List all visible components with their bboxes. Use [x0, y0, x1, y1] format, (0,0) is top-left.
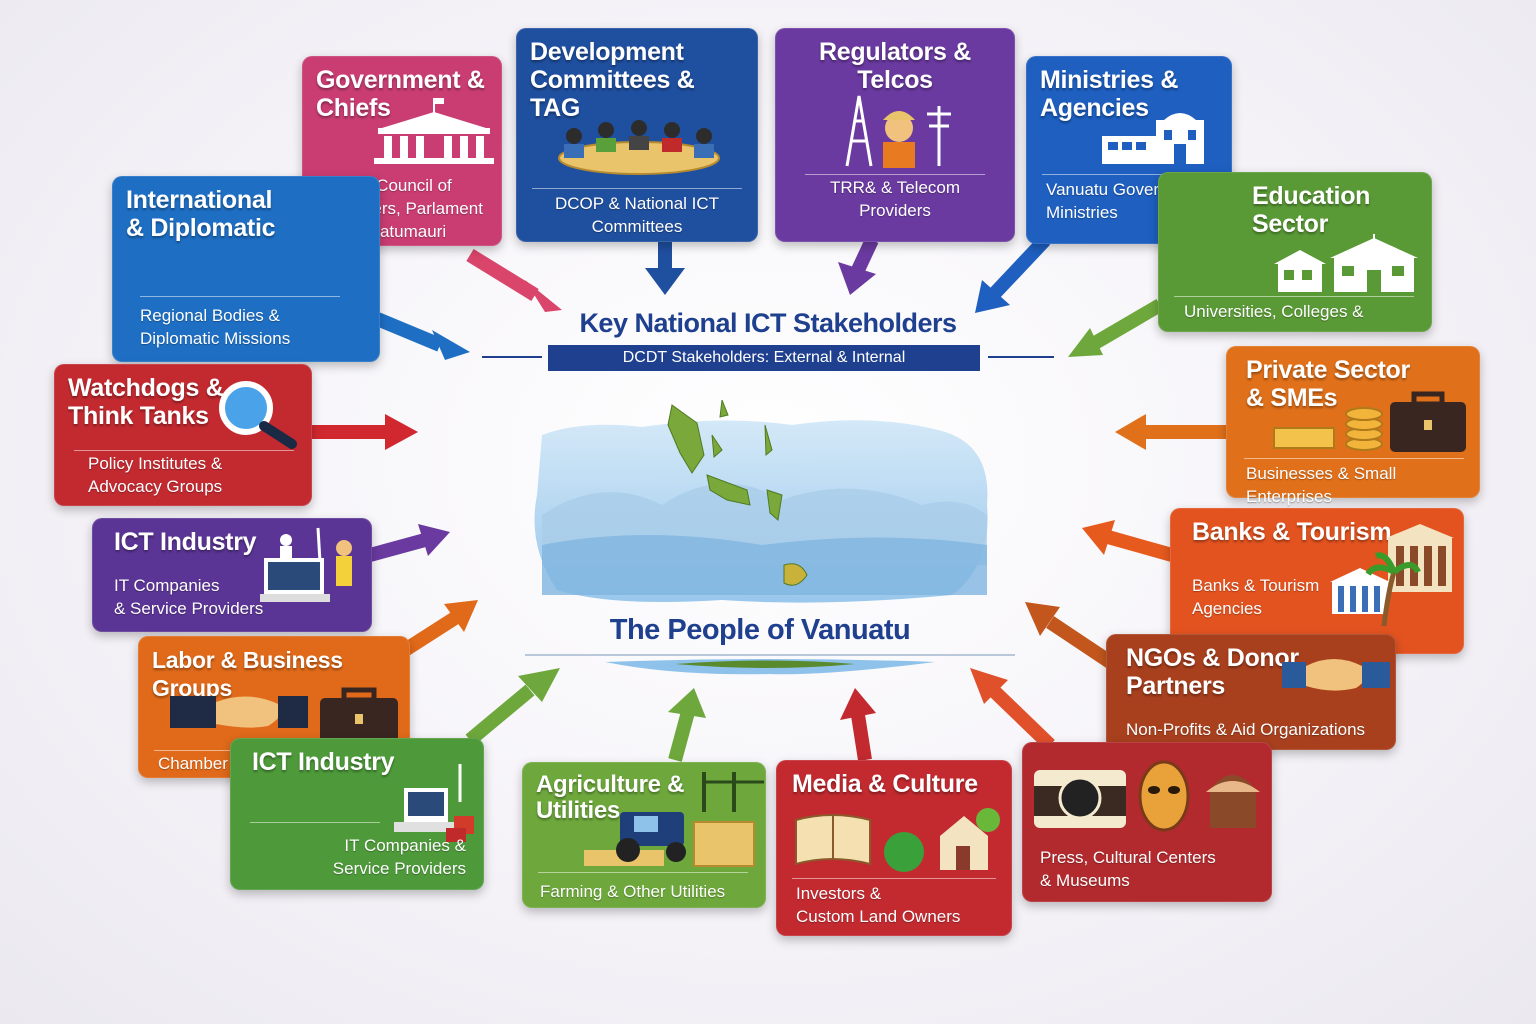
card-press-cultural-centers: Press, Cultural Centers & Museums — [1022, 742, 1272, 902]
card-regulators-telcos: Regulators & Telcos TRR& & Telecom Provi… — [775, 28, 1015, 242]
arrow-regulators — [838, 237, 879, 295]
banner-line-left — [482, 356, 542, 358]
center-subtitle-banner: DCDT Stakeholders: External & Internal — [548, 345, 980, 371]
people-title: The People of Vanuatu — [609, 614, 911, 646]
card-description: Press, Cultural Centers & Museums — [1040, 848, 1216, 890]
card-media-culture: Media & Culture Investors & Custom Land … — [776, 760, 1012, 936]
briefcase-coins-icon — [1273, 391, 1466, 452]
magnifying-glass-icon — [219, 381, 297, 449]
card-divider — [1042, 174, 1218, 175]
card-description: Farming & Other Utilities — [540, 882, 726, 901]
arrow-international — [372, 311, 470, 360]
card-education-sector: Education Sector Universities, Colleges … — [1158, 172, 1432, 332]
parliament-building-icon — [374, 98, 494, 164]
school-building-icon — [1274, 234, 1418, 292]
card-title: Regulators & Telcos — [819, 38, 971, 94]
arrow-ministries — [975, 235, 1051, 313]
island-strip-illustration — [525, 654, 1015, 675]
handshake-briefcase-icon — [170, 687, 398, 742]
card-description: Non-Profits & Aid Organizations — [1126, 720, 1366, 739]
card-title: Education Sector — [1252, 182, 1371, 238]
computer-worker-icon — [260, 527, 352, 602]
card-title: International & Diplomatic — [126, 186, 276, 242]
card-ngos-donor-partners: NGOs & Donor Partners Non-Profits & Aid … — [1106, 634, 1396, 750]
card-description: DCOP & National ICT Committees — [554, 194, 720, 236]
card-agriculture-utilities: Agriculture & Utilities Farming & Other … — [522, 762, 766, 908]
arrow-agriculture — [668, 688, 706, 762]
island-shapes — [667, 399, 808, 586]
card-title: Ministries & Agencies — [1040, 66, 1179, 122]
arrow-media — [840, 688, 876, 762]
card-description: IT Companies & Service Providers — [332, 836, 466, 878]
arrow-ict-2 — [465, 668, 560, 746]
arrow-development — [645, 240, 685, 295]
card-ict-industry-1: ICT Industry IT Companies & Service Prov… — [92, 518, 372, 632]
card-description: Universities, Colleges & — [1184, 302, 1364, 321]
telecom-tower-icon — [845, 95, 951, 168]
card-divider — [532, 188, 742, 189]
card-title: Government & Chiefs — [316, 66, 485, 122]
card-divider — [74, 450, 294, 451]
card-title: Labor & Business Groups — [152, 647, 343, 701]
card-description: Banks & Tourism Agencies — [1192, 576, 1320, 618]
card-description: Investors & Custom Land Owners — [796, 884, 961, 926]
card-title: Development Committees & TAG — [530, 38, 695, 122]
meeting-table-icon — [558, 120, 720, 175]
card-divider — [1244, 458, 1464, 459]
center-title: Key National ICT Stakeholders — [579, 308, 957, 338]
card-divider — [805, 174, 985, 175]
banner-line-right — [988, 356, 1054, 358]
tractor-hay-icon — [584, 772, 764, 867]
card-private-sector: Private Sector & SMEs Businesses & Small… — [1226, 346, 1480, 506]
card-title: Agriculture & Utilities — [536, 771, 685, 824]
card-banks-tourism: Banks & Tourism Banks & Tourism Agencies — [1170, 508, 1464, 654]
card-divider — [792, 878, 996, 879]
card-title: Media & Culture — [792, 770, 978, 798]
computer-equipment-icon — [394, 764, 474, 842]
arrow-labor — [401, 600, 478, 656]
book-money-house-icon — [795, 808, 1000, 872]
handshake-icon — [1282, 659, 1390, 691]
arrow-watchdogs — [310, 414, 418, 450]
card-title: Banks & Tourism — [1192, 518, 1392, 546]
card-description: Regional Bodies & Diplomatic Missions — [140, 306, 291, 348]
card-divider — [538, 872, 748, 873]
government-building-icon — [1102, 113, 1204, 164]
card-title: Private Sector & SMEs — [1246, 356, 1410, 412]
card-divider — [140, 296, 340, 297]
card-divider — [1174, 296, 1414, 297]
arrow-ict-1 — [368, 524, 450, 562]
card-title: Watchdogs & Think Tanks — [68, 374, 224, 430]
card-watchdogs-think-tanks: Watchdogs & Think Tanks Policy Institute… — [54, 364, 312, 506]
arrow-banks — [1082, 520, 1174, 562]
camera-mask-icon — [1034, 760, 1260, 832]
card-divider — [250, 822, 380, 823]
card-international-diplomatic: International & Diplomatic Regional Bodi… — [112, 176, 380, 362]
arrow-ngos — [1025, 602, 1114, 668]
arrow-government — [466, 249, 562, 312]
card-title: ICT Industry — [114, 528, 257, 556]
arrow-press — [970, 668, 1055, 751]
card-title: ICT Industry — [252, 748, 395, 776]
arrow-private — [1115, 414, 1228, 450]
vanuatu-map-illustration — [534, 399, 988, 603]
bank-palm-icon — [1330, 524, 1454, 627]
card-ict-industry-2: ICT Industry IT Companies & Service Prov… — [230, 738, 484, 890]
card-description: Policy Institutes & Advocacy Groups — [88, 454, 223, 496]
card-description: Businesses & Small Enterprises — [1246, 464, 1397, 506]
card-description: TRR& & Telecom Providers — [829, 178, 961, 220]
card-development-committees: Development Committees & TAG DCOP & Nati… — [516, 28, 758, 242]
card-description: IT Companies & Service Providers — [114, 576, 264, 618]
card-title: NGOs & Donor Partners — [1126, 644, 1299, 700]
arrow-education — [1068, 298, 1164, 357]
